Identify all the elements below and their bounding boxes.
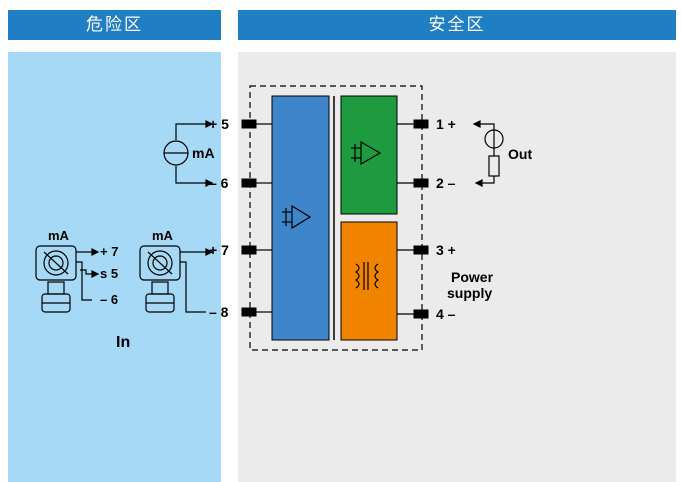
terminal-7-label: + 7 [209,242,229,258]
output-terminals [397,119,429,319]
transmitter-left-label: mA [48,228,70,243]
transmitter-left-pin-1: + 7 [100,244,118,259]
output-block [340,95,398,215]
terminal-2-label: 2 – [436,175,456,191]
amplifier-icon [351,140,382,166]
output-load-icon [472,120,504,187]
power-label-line1: Power [451,269,494,285]
transmitter-left-pin-2: s 5 [100,266,118,281]
terminal-6-label: – 6 [209,175,229,191]
safe-zone-header: 安全区 [238,10,676,40]
transmitter-icon [35,245,100,313]
transmitter-icon [139,245,214,313]
in-label: In [116,334,130,351]
power-block [340,221,398,341]
terminal-1-label: 1 + [436,116,456,132]
out-label: Out [508,146,532,162]
terminal-5-label: + 5 [209,116,229,132]
transmitter-right-label: mA [152,228,174,243]
power-label-line2: supply [447,285,492,301]
transmitter-left-pin-3: – 6 [100,292,118,307]
terminal-3-label: 3 + [436,242,456,258]
terminal-8-label: – 8 [209,304,229,320]
isolator-enclosure [249,85,423,351]
current-source-icon [163,120,214,187]
safe-zone-title: 安全区 [428,15,486,35]
input-terminals [241,119,272,317]
transformer-icon [354,262,380,290]
input-block [271,95,330,341]
hazardous-zone-header: 危险区 [8,10,221,40]
hazardous-zone-title: 危险区 [86,15,143,35]
amplifier-icon [282,204,312,230]
terminal-4-label: 4 – [436,306,456,322]
current-source-label: mA [192,145,215,161]
